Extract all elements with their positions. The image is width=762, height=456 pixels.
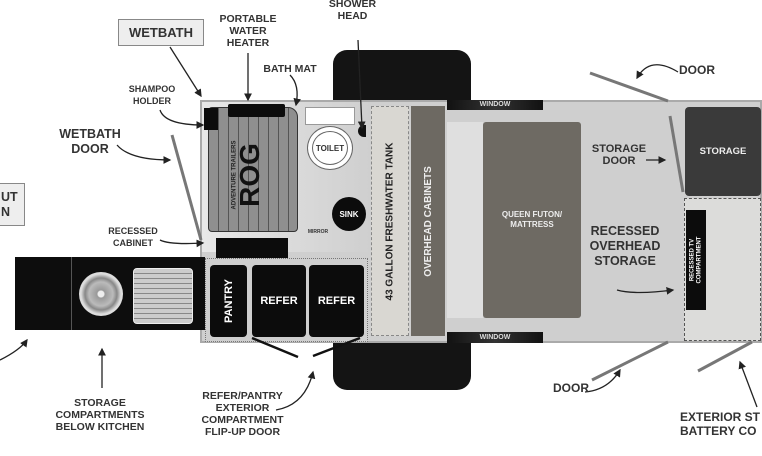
shower-head (358, 125, 366, 137)
toilet-label: TOILET (312, 131, 348, 165)
door-top-label: DOOR (679, 63, 715, 77)
wetbath-door-label: WETBATH DOOR (59, 127, 121, 156)
cut-off-label: UT N (0, 183, 25, 226)
shampoo-holder-label: SHAMPOO HOLDER (128, 84, 176, 106)
pantry: PANTRY (210, 265, 247, 337)
wheel-bottom (333, 338, 471, 390)
shower-head-label: SHOWER HEAD (328, 0, 377, 22)
portable-water-heater-label: PORTABLE WATER HEATER (219, 13, 277, 49)
window-bottom: WINDOW (447, 332, 543, 343)
water-heater (228, 104, 285, 117)
kitchen-sink (79, 272, 123, 316)
pillow (447, 122, 483, 318)
wheel-top (333, 50, 471, 105)
stove (133, 268, 193, 324)
exterior-storage-label: EXTERIOR ST BATTERY CO (680, 410, 761, 438)
recessed-tv-compartment: RECESSED TV COMPARTMENT (686, 210, 706, 310)
refer-pantry-door-label: REFER/PANTRY EXTERIOR COMPARTMENT FLIP-U… (201, 390, 284, 438)
wetbath-title: WETBATH (118, 19, 204, 46)
freshwater-tank: 43 GALLON FRESHWATER TANK (371, 106, 409, 336)
storage: STORAGE (685, 107, 761, 196)
recessed-cabinet (216, 238, 288, 258)
queen-futon-mattress: QUEEN FUTON/ MATTRESS (483, 122, 581, 318)
recessed-overhead-storage-label: RECESSED OVERHEAD STORAGE (589, 224, 661, 268)
recessed-cabinet-label: RECESSED CABINET (108, 226, 158, 248)
shampoo-holder (204, 108, 218, 130)
window-top: WINDOW (447, 100, 543, 110)
counter-divider (71, 257, 72, 330)
sink: SINK (332, 197, 366, 231)
door-bottom-label: DOOR (553, 381, 589, 395)
refer-2: REFER (309, 265, 364, 337)
bath-mat (208, 107, 298, 232)
refer-1: REFER (252, 265, 306, 337)
toilet: TOILET (307, 126, 353, 170)
mirror-label: MIRROR (307, 229, 329, 235)
storage-door-label: STORAGE DOOR (591, 143, 647, 167)
toilet-tank (305, 107, 355, 125)
overhead-cabinets: OVERHEAD CABINETS (411, 106, 445, 336)
bath-mat-label: BATH MAT (263, 63, 317, 75)
storage-below-kitchen-label: STORAGE COMPARTMENTS BELOW KITCHEN (55, 397, 145, 433)
